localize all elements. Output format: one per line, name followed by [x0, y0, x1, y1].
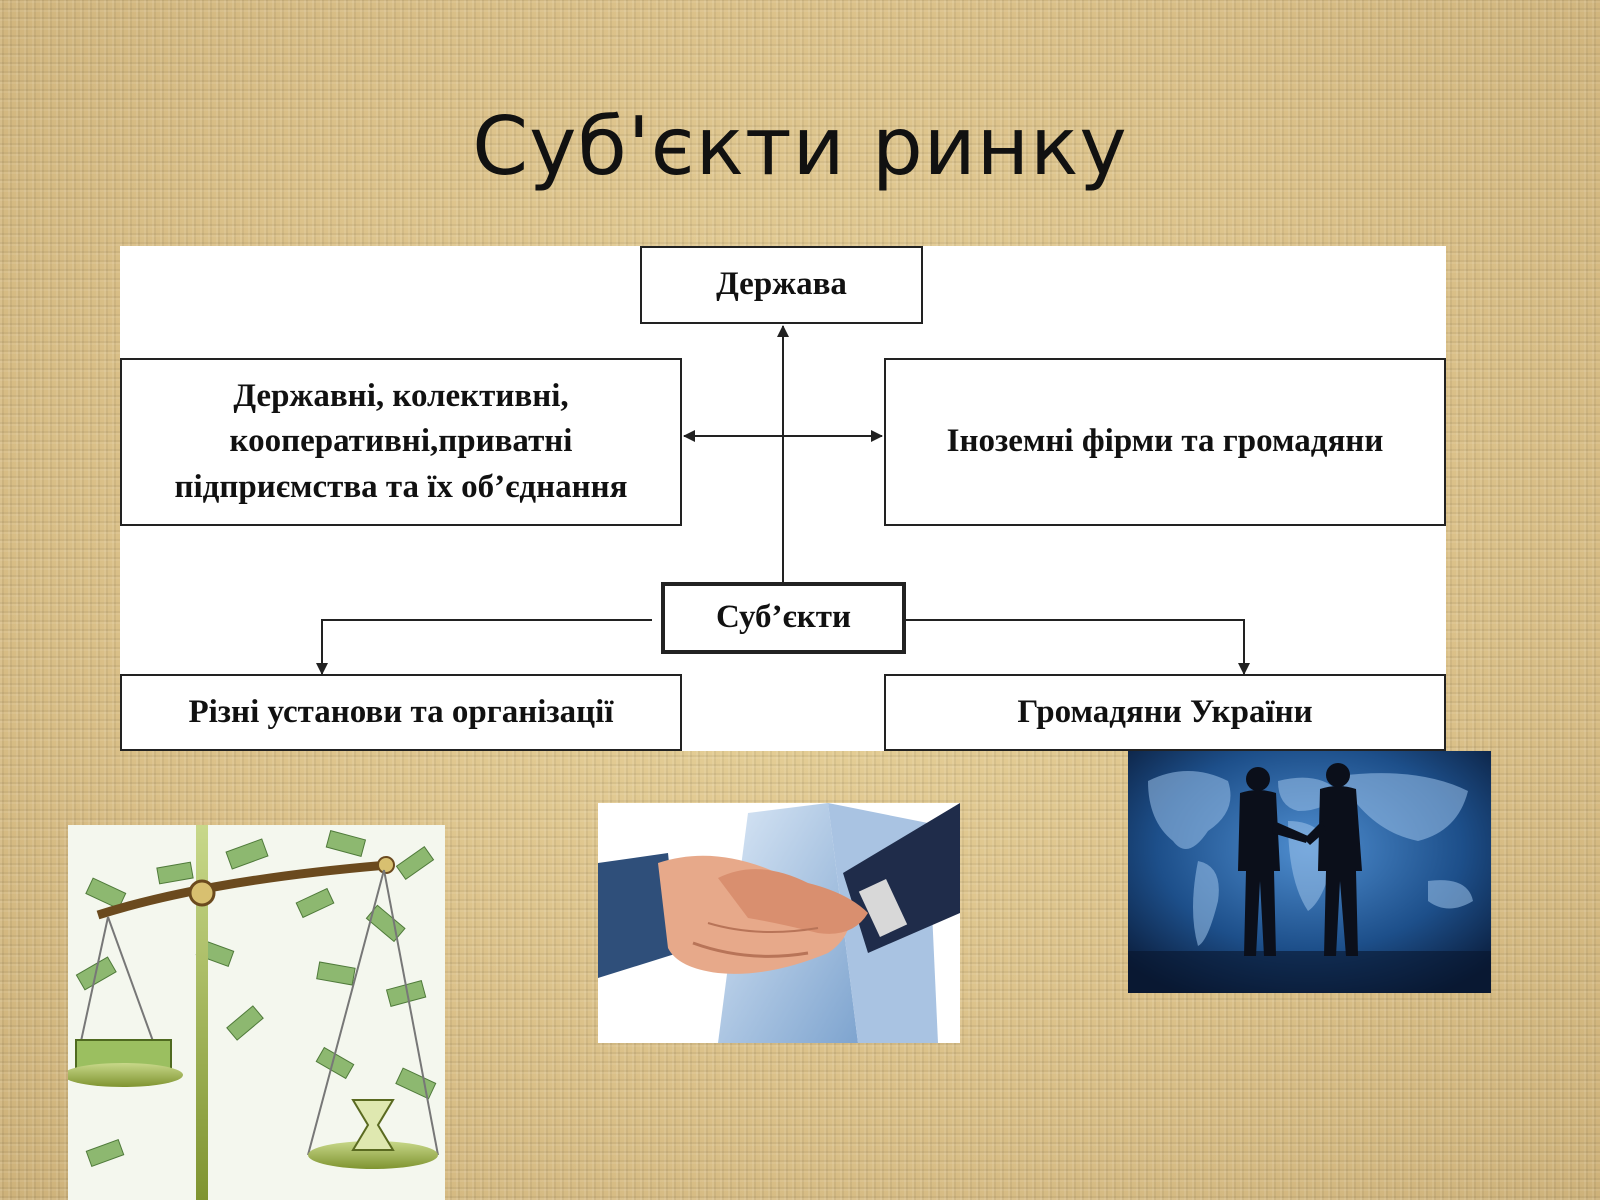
citizens-box: Громадяни України [884, 674, 1446, 751]
institutions-label: Різні установи та організації [188, 693, 614, 730]
business-handshake-world-map-image [1128, 751, 1491, 993]
state-label: Держава [716, 266, 847, 303]
institutions-box: Різні установи та організації [120, 674, 682, 751]
arrow-to-institutions [316, 619, 652, 675]
subjects-label: Суб’єкти [715, 599, 852, 636]
enterprises-label: Державні, колективні, кооперативні,прива… [174, 377, 628, 505]
handshake-image [598, 803, 960, 1043]
market-subjects-diagram: Держава Державні, колективні, кооператив… [120, 246, 1446, 751]
diagram-connectors [316, 325, 1250, 675]
slide-title: Суб'єкти ринку [472, 100, 1128, 193]
foreign-box: Іноземні фірми та громадяни [884, 358, 1446, 526]
citizens-label: Громадяни України [1017, 693, 1313, 730]
scales-with-money-image [68, 825, 445, 1200]
state-box: Держава [640, 246, 923, 324]
enterprises-box: Державні, колективні, кооперативні,прива… [120, 358, 682, 526]
arrow-to-citizens [904, 619, 1250, 675]
subjects-box: Суб’єкти [661, 582, 906, 654]
foreign-label: Іноземні фірми та громадяни [946, 423, 1384, 460]
